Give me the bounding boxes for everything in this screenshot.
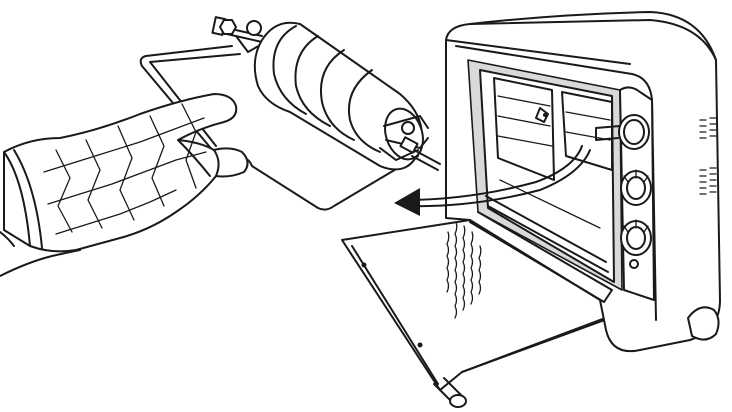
oven-mitt-hand [4,94,248,251]
function-knob [621,220,651,255]
temperature-knob [621,170,651,205]
rotisserie-spit [212,17,440,170]
oven-foot [688,307,719,339]
